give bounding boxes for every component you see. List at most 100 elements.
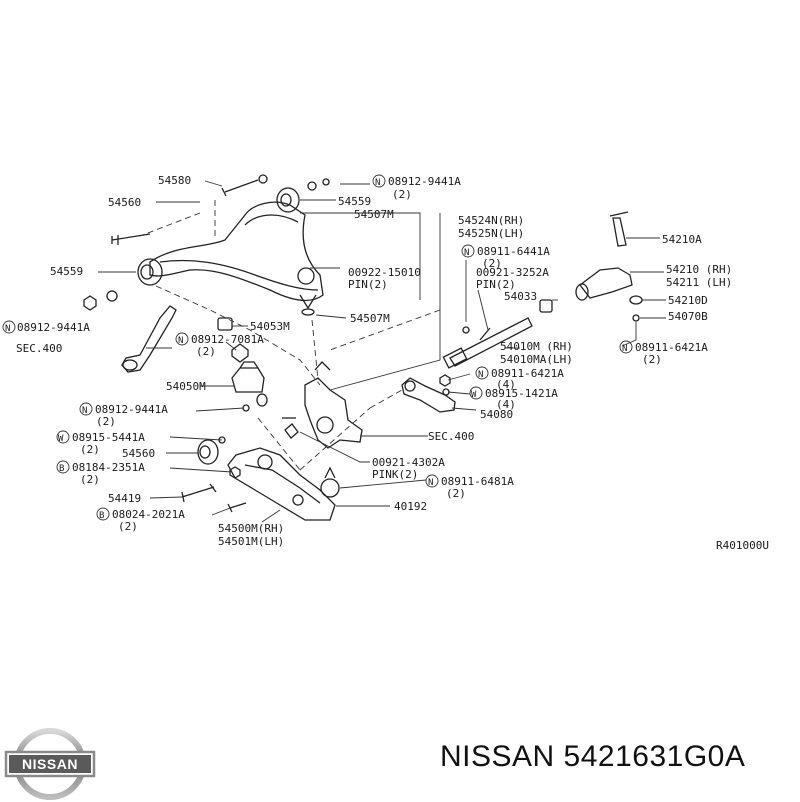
- qty-08911-6481a: (2): [446, 487, 466, 500]
- tie-rod-end-eye: [575, 283, 589, 301]
- label-54070b: 54070B: [668, 310, 708, 323]
- label-08915-5441a: 08915-5441A: [72, 431, 145, 444]
- callout-bolt-08024-2021a: B 08024-2021A (2): [96, 507, 185, 533]
- nissan-logo: NISSAN: [4, 728, 96, 800]
- tie-rod-end-54210: [579, 267, 633, 299]
- label-54559-top: 54559: [338, 195, 371, 208]
- qty-08915-5441a: (2): [80, 443, 100, 456]
- nut-symbol: N: [478, 370, 483, 380]
- bolt-54419: [181, 483, 217, 503]
- qty-08912-9441a-low: (2): [96, 415, 116, 428]
- label-54560-lower: 54560: [122, 447, 155, 460]
- washer-54559-left: [106, 290, 118, 302]
- label-pin2-b: PIN(2): [476, 278, 516, 291]
- label-08911-6481a: 08911-6481A: [441, 475, 514, 488]
- label-54500m: 54500M(RH): [218, 522, 284, 535]
- bolt-08024-2021: [227, 502, 247, 513]
- callout-washer-08915-5441a: W 08915-5441A (2): [56, 430, 145, 456]
- ball-joint-lower: [320, 478, 340, 498]
- upper-arm-rib: [159, 259, 319, 291]
- label-00922-15010: 00922-15010: [348, 266, 421, 279]
- bolt-symbol: B: [59, 464, 64, 474]
- nut-symbol: N: [464, 248, 469, 258]
- qty-08912-9441a-top: (2): [392, 188, 412, 201]
- knuckle-hole: [316, 416, 334, 434]
- nut-symbol: N: [622, 344, 627, 354]
- washer-symbol: W: [471, 390, 477, 400]
- washer-54050: [256, 393, 268, 407]
- label-54501m: 54501M(LH): [218, 535, 284, 548]
- label-08912-7081a: 08912-7081A: [191, 333, 264, 346]
- ball-joint-stud: [299, 294, 317, 310]
- lower-arm-hole: [292, 494, 304, 506]
- ball-joint-washer: [301, 308, 315, 316]
- boot-54033: [539, 299, 553, 313]
- dashed-lines: [139, 200, 441, 471]
- label-40192: 40192: [394, 500, 427, 513]
- lower-ball-stud: [324, 466, 336, 479]
- bushing-54559-top: [276, 187, 300, 213]
- bracket-54053m: [217, 317, 233, 331]
- upper-control-arm: [149, 201, 324, 302]
- qty-08911-6441a: (2): [482, 257, 502, 270]
- label-00921-4302a: 00921-4302A: [372, 456, 445, 469]
- link-eye: [122, 359, 138, 371]
- label-sec400-right: SEC.400: [428, 430, 474, 443]
- nut-08912-7081a: [231, 343, 249, 363]
- callout-nut-08911-6441a: N 08911-6441A (2): [461, 244, 550, 270]
- rebound-bumper-54050m: [231, 367, 265, 393]
- bushing-54559-top-inner: [280, 193, 292, 207]
- bolt-54210a: [612, 217, 627, 247]
- bushing-54559-left-inner: [140, 264, 154, 280]
- label-54053m: 54053M: [250, 320, 290, 333]
- callout-bolt-08184-2351a: B 08184-2351A (2): [56, 460, 145, 486]
- nut-54070b: [632, 314, 640, 322]
- callout-nut-08912-7081a: N 08912-7081A (2): [175, 332, 264, 358]
- callout-nut-08911-6421a-mid: N 08911-6421A (4): [475, 366, 564, 391]
- label-08915-1421a: 08915-1421A: [485, 387, 558, 400]
- tie-rod-sleeve: [442, 347, 468, 369]
- label-00921-3252a: 00921-3252A: [476, 266, 549, 279]
- label-08911-6441a: 08911-6441A: [477, 245, 550, 258]
- label-08024-2021a: 08024-2021A: [112, 508, 185, 521]
- washer-symbol: W: [58, 434, 64, 444]
- nut-symbol: N: [82, 406, 87, 416]
- qty-08915-1421a: (4): [496, 398, 516, 411]
- stabilizer-link-left: [121, 305, 177, 373]
- bushing-54560-lower: [197, 439, 219, 465]
- label-54050m: 54050M: [166, 380, 206, 393]
- label-54210d: 54210D: [668, 294, 708, 307]
- bolt-54210a-head: [609, 211, 629, 217]
- knuckle-top: [314, 361, 331, 371]
- label-54010m: 54010M (RH): [500, 340, 573, 353]
- idler-eye: [404, 380, 416, 392]
- label-sec400-left: SEC.400: [16, 342, 62, 355]
- nut-top-08912: [307, 181, 317, 191]
- tie-rod-54010m: [449, 317, 533, 367]
- lower-arm-eye: [257, 454, 273, 470]
- bolt-54560-upper: [111, 233, 151, 245]
- reference-code: R401000U: [716, 539, 769, 552]
- lower-control-arm: [227, 447, 336, 521]
- bushing-54560-inner: [199, 445, 211, 459]
- label-08912-9441a-low: 08912-9441A: [95, 403, 168, 416]
- idler-arm-54080: [401, 377, 456, 413]
- label-54525n: 54525N(LH): [458, 227, 524, 240]
- bumper-cap: [239, 361, 259, 369]
- nut-08911-6421-mid: [439, 374, 451, 387]
- label-08911-6421a-mid: 08911-6421A: [491, 367, 564, 380]
- nut-symbol: N: [375, 178, 380, 188]
- label-54080: 54080: [480, 408, 513, 421]
- label-08184-2351a: 08184-2351A: [72, 461, 145, 474]
- lower-arm-rib: [244, 464, 321, 504]
- label-54560-upper: 54560: [108, 196, 141, 209]
- nut-left-08912: [83, 295, 97, 311]
- label-54210a: 54210A: [662, 233, 702, 246]
- bolt-symbol: B: [99, 511, 104, 521]
- nut-symbol: N: [5, 324, 10, 334]
- callout-nut-08912-9441a-top: N 08912-9441A (2): [372, 174, 461, 201]
- part-labels: 54580 54560 54559 N 08912-9441A (2) 5455…: [2, 174, 769, 552]
- label-54010ma: 54010MA(LH): [500, 353, 573, 366]
- label-08912-9441a-left: 08912-9441A: [17, 321, 90, 334]
